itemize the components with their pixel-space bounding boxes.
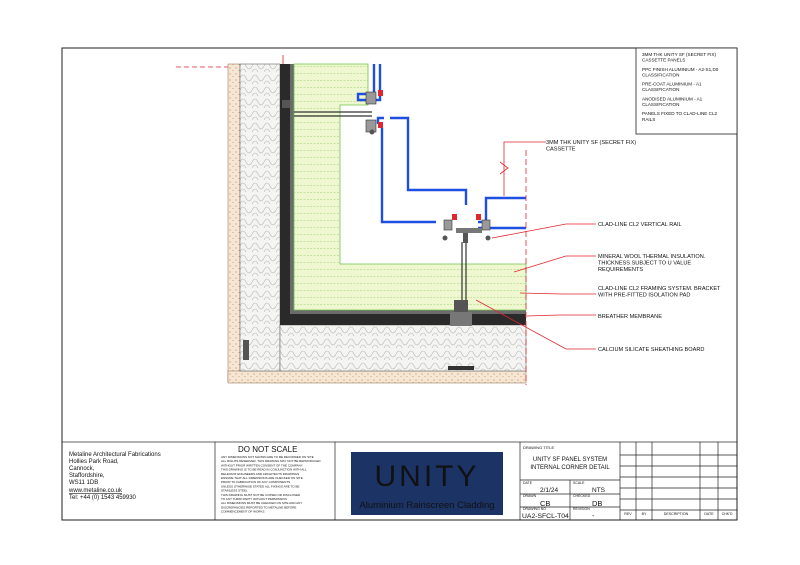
warning-note-5: RELEVANT ENGINEERS AND ARCHITECTS DRAWIN… <box>221 472 299 476</box>
horizontal-rail <box>294 111 372 117</box>
warning-note-10: THIS DRAWING MUST NOT BE COPIED OR DISCL… <box>221 493 301 497</box>
mineral-wool-insulation <box>293 63 527 311</box>
wall-insulation-bottom <box>279 324 527 372</box>
cassette-panel-lower <box>380 128 436 224</box>
callout-cassette-line-2: CASSETTE <box>546 147 576 153</box>
note-4-line-1: ANODISED ALUMINIUM - A1 <box>642 96 703 101</box>
note-5-line-2: RAILS <box>642 117 655 122</box>
svg-text:Metaline Architectural Fabrica: Metaline Architectural FabricationsHolli… <box>69 452 161 486</box>
callout-cassette-line-1: 3MM THK UNITY SF (SECRET FIX) <box>546 140 636 146</box>
title-block-frame <box>61 441 738 521</box>
blockwork-bottom <box>227 370 527 384</box>
warning-note-12: ALL DIMENSIONS MUST BE CHECKED ON SITE A… <box>221 501 302 505</box>
title-block: DRAWING TITLE UNITY SF PANEL SYSTEM INTE… <box>522 445 733 520</box>
logo-panel <box>351 452 503 515</box>
callout-framing-line-2: WITH PRE-FITTED ISOLATION PAD <box>598 293 690 299</box>
corner-detail <box>227 63 527 385</box>
company-line-1: Metaline Architectural Fabrications <box>69 452 161 458</box>
callout-vertical-rail-line-1: CLAD-LINE CL2 VERTICAL RAIL <box>598 222 682 228</box>
rev-header-5: CHK'D <box>722 512 733 516</box>
warning-note-7: PRIOR TO FABRICATION OF ANY COMPONENTS <box>221 480 290 484</box>
warning-note-8: UNLESS OTHERWISE STATED ALL FIXINGS ARE … <box>221 484 299 488</box>
company-telephone: Tel: +44 (0) 1543 459930 <box>69 495 137 501</box>
warning-note-13: DISCREPANCIES REPORTED TO METALINE BEFOR… <box>221 505 296 509</box>
date-label: DATE <box>523 481 533 485</box>
warning-block: DO NOT SCALE ANY DIMENSIONS NOT SHOWN AR… <box>221 445 321 514</box>
checked-value: DB <box>592 499 602 508</box>
checked-label: CHECKED <box>573 494 591 498</box>
revision-label: REVISION <box>573 507 590 511</box>
callout-membrane-line-1: BREATHER MEMBRANE <box>598 314 662 320</box>
blockwork-left <box>227 63 241 383</box>
leader-lines <box>475 141 596 350</box>
company-line-5: WS11 1DB <box>69 480 98 486</box>
warning-note-9: STAINLESS STEEL <box>221 489 248 493</box>
note-2-line-2: CLASSIFICATION <box>642 72 679 77</box>
callouts: 3MM THK UNITY SF (SECRET FIX)CASSETTE CLA… <box>546 140 721 353</box>
company-line-2: Hollies Park Road, <box>69 459 119 465</box>
callout-insulation-line-3: REQUIREMENTS <box>598 267 643 273</box>
logo-tagline: Aluminium Rainscreen Cladding <box>359 500 494 511</box>
rev-header-4: DATE <box>704 512 714 516</box>
note-1-line-2: CASSETTE PANELS <box>642 58 685 63</box>
wall-insulation-left <box>239 63 281 372</box>
rev-header-3: DESCRIPTION <box>664 512 689 516</box>
revision-value: - <box>592 513 595 520</box>
breather-membrane-left <box>290 64 294 314</box>
scale-value: NTS <box>592 487 606 494</box>
do-not-scale-title: DO NOT SCALE <box>238 445 297 454</box>
note-3-line-1: PRE-COAT ALUMINIUM - A1 <box>642 82 702 87</box>
warning-note-2: ALL RIGHTS RESERVED. THIS DRAWING MAY NO… <box>221 459 321 463</box>
callout-board-line-1: CALCIUM SILICATE SHEATHING BOARD <box>598 347 704 353</box>
note-3-line-2: CLASSIFICATION <box>642 87 679 92</box>
drawing-title-line-1: UNITY SF PANEL SYSTEM <box>533 457 607 463</box>
note-4-line-2: CLASSIFICATION <box>642 102 679 107</box>
unity-logo: UNITY Aluminium Rainscreen Cladding <box>351 452 503 515</box>
warning-note-6: ENSURE THAT ALL DIMENSIONS ARE CHECKED O… <box>221 476 303 480</box>
notes-box <box>635 47 738 135</box>
drawing-title-line-2: INTERNAL CORNER DETAIL <box>530 465 610 471</box>
note-2-line-1: PPC FINISH ALUMINIUM - A2-S1,D0 <box>642 67 719 72</box>
vertical-rail <box>461 242 467 306</box>
company-line-4: Staffordshire, <box>69 473 105 479</box>
drawing-no-value: UA2-SFCL-T04 <box>522 513 569 520</box>
rev-header-2: BY <box>642 512 647 516</box>
company-line-3: Cannock, <box>69 466 95 472</box>
callout-insulation-line-2: THICKNESS SUBJECT TO U VALUE <box>598 261 691 267</box>
breather-membrane-bottom <box>294 310 526 314</box>
drawn-label: DRAWN <box>523 494 537 498</box>
warning-note-3: WITHOUT PRIOR WRITTEN CONSENT OF THE COM… <box>221 463 303 467</box>
date-value: 2/1/24 <box>540 487 558 494</box>
sheathing-board-left <box>280 64 290 325</box>
cassette-panel-upper <box>376 116 468 205</box>
warning-note-1: ANY DIMENSIONS NOT SHOWN ARE TO BE RECOR… <box>221 455 314 459</box>
sheathing-board-bottom <box>280 314 526 325</box>
notes-list: 3MM THK UNITY SF (SECRET FIX)CASSETTE PA… <box>642 52 719 122</box>
logo-word: UNITY <box>375 460 480 493</box>
scale-label: SCALE <box>573 481 585 485</box>
callout-framing-line-1: CLAD-LINE CL2 FRAMING SYSTEM. BRACKET <box>598 286 721 292</box>
rev-header-1: REV <box>624 512 632 516</box>
warning-note-14: COMMENCEMENT OF WORKS <box>221 510 264 514</box>
callout-insulation-line-1: MINERAL WOOL THERMAL INSULATION. <box>598 254 706 260</box>
warning-note-11: TO ANY THIRD PARTY WITHOUT PERMISSION <box>221 497 287 501</box>
company-website[interactable]: www.metaline.co.uk <box>68 488 123 494</box>
drawn-value: CB <box>540 499 550 508</box>
warning-note-4: THIS DRAWING IS TO BE READ IN CONJUNCTIO… <box>221 468 307 472</box>
drawing-title-label: DRAWING TITLE <box>523 445 554 450</box>
note-1-line-1: 3MM THK UNITY SF (SECRET FIX) <box>642 52 716 57</box>
drawing-no-label: DRAWING NO <box>523 507 546 511</box>
bracket-fixings <box>243 90 491 370</box>
note-5-line-1: PANELS FIXED TO CLAD-LINE CL2 <box>642 111 718 116</box>
